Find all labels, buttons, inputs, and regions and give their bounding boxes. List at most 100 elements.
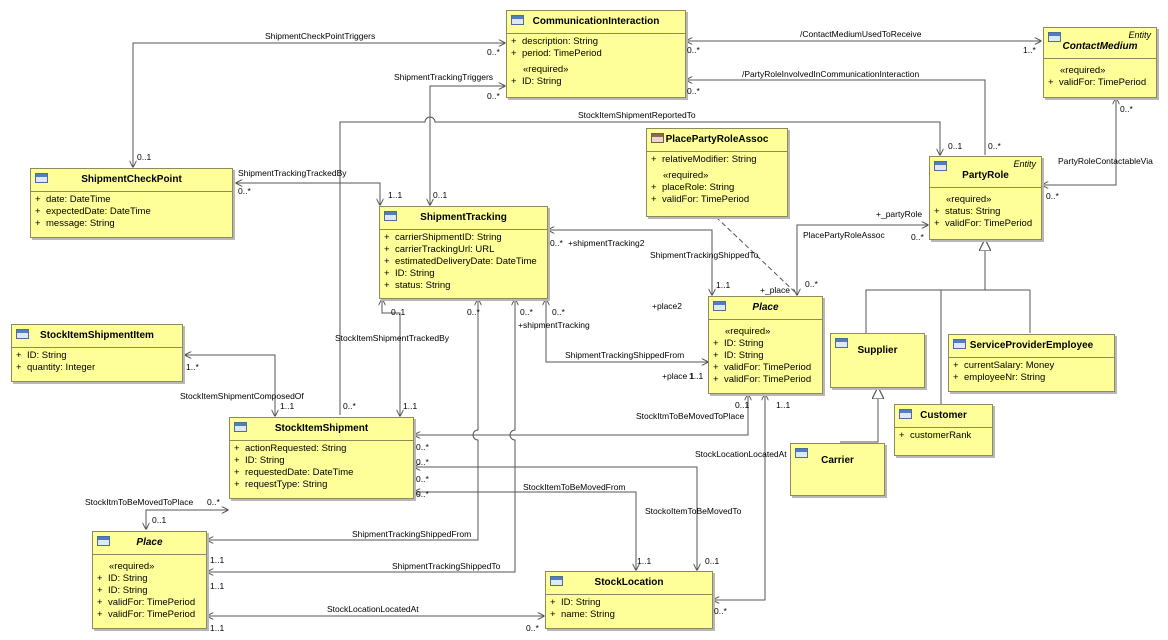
multiplicity: 0..1 <box>433 190 448 200</box>
class-header: ShipmentTracking <box>380 207 547 230</box>
multiplicity: 0..* <box>552 307 565 317</box>
multiplicity: 0..* <box>1120 104 1133 114</box>
class-name: PartyRole <box>962 170 1009 181</box>
attribute-row: +placeRole: String <box>651 182 787 194</box>
class-icon <box>1048 32 1061 42</box>
assoc-label: ShipmentTrackingTriggers <box>394 72 494 82</box>
multiplicity: 0..1 <box>948 141 963 151</box>
visibility-mark: + <box>713 362 719 373</box>
visibility-mark: + <box>511 76 517 87</box>
attribute-row: +estimatedDeliveryDate: DateTime <box>384 256 547 268</box>
class-place-party-role-assoc[interactable]: PlacePartyRoleAssoc +relativeModifier: S… <box>646 128 788 217</box>
attribute-row: +ID: String <box>713 338 822 350</box>
class-stock-item-shipment-item[interactable]: StockItemShipmentItem +ID: String +quant… <box>11 324 183 382</box>
visibility-mark: + <box>234 479 240 490</box>
class-icon <box>550 576 563 586</box>
class-header: Place <box>709 297 822 320</box>
assoc-label: ShipmentCheckPointTriggers <box>265 31 376 41</box>
multiplicity: 0..1 <box>152 515 167 525</box>
visibility-mark: + <box>550 609 556 620</box>
class-icon <box>953 339 966 349</box>
multiplicity: 0..* <box>487 47 500 57</box>
visibility-mark: + <box>97 609 103 620</box>
multiplicity: 0..* <box>911 232 924 242</box>
attribute: validFor: TimePeriod <box>108 597 196 608</box>
assoc-shipment-tracking-shipped-to <box>548 230 712 295</box>
visibility-mark: + <box>713 338 719 349</box>
attribute-row: +status: String <box>384 280 547 292</box>
attribute-row: +quantity: Integer <box>16 362 182 374</box>
multiplicity: 0..* <box>207 497 220 507</box>
class-customer[interactable]: Customer +customerRank <box>894 404 993 456</box>
multiplicity: 0..* <box>520 307 533 317</box>
visibility-mark: + <box>953 360 959 371</box>
class-place-right[interactable]: Place «required» +ID: String +ID: String… <box>708 296 823 394</box>
attribute-row: +description: String <box>511 36 685 48</box>
class-shipment-check-point[interactable]: ShipmentCheckPoint +date: DateTime +expe… <box>30 168 233 238</box>
multiplicity: 0..* <box>1046 191 1059 201</box>
visibility-mark: + <box>384 244 390 255</box>
class-stereotype-tag: Entity <box>1128 30 1151 40</box>
visibility-mark: + <box>234 443 240 454</box>
assoc-end-label: +shipmentTracking <box>518 320 590 330</box>
visibility-mark: + <box>384 268 390 279</box>
class-stock-item-shipment[interactable]: StockItemShipment +actionRequested: Stri… <box>229 417 414 499</box>
attribute-row: +employeeNr: String <box>953 372 1114 384</box>
assoc-party-role-contactable-via <box>1042 98 1116 185</box>
attribute: period: TimePeriod <box>522 48 602 59</box>
attribute-row: +validFor: TimePeriod <box>713 374 822 386</box>
multiplicity: 1..1 <box>689 371 704 381</box>
attribute: description: String <box>522 36 599 47</box>
attribute: employeeNr: String <box>964 372 1046 383</box>
class-header: StockItemShipment <box>230 418 413 441</box>
class-shipment-tracking[interactable]: ShipmentTracking +carrierShipmentID: Str… <box>379 206 548 299</box>
attribute: date: DateTime <box>46 194 111 205</box>
assoc-class-link <box>715 216 798 295</box>
assoc-label: ShipmentTrackingShippedFrom <box>352 529 472 539</box>
class-name: Supplier <box>857 345 898 356</box>
multiplicity: 0..1 <box>735 400 750 410</box>
class-icon <box>934 161 947 171</box>
class-carrier[interactable]: Carrier <box>790 443 885 496</box>
attribute-row: + carrierTrackingUrl: URL <box>384 244 547 256</box>
class-icon <box>713 301 726 311</box>
class-name: CommunicationInteraction <box>532 16 660 27</box>
multiplicity: 0..* <box>343 401 356 411</box>
class-icon <box>511 15 524 25</box>
attribute-row: +message: String <box>35 218 232 230</box>
attribute: validFor: TimePeriod <box>724 362 812 373</box>
attribute-row: +relativeModifier: String <box>651 154 787 166</box>
attribute: requestedDate: DateTime <box>245 467 354 478</box>
assoc-label: ShipmentTrackingShippedTo <box>392 561 501 571</box>
class-stock-location[interactable]: StockLocation +ID: String +name: String <box>545 571 713 629</box>
multiplicity: 1..1 <box>637 556 652 566</box>
class-place-left[interactable]: Place «required» +ID: String +ID: String… <box>92 531 207 629</box>
class-supplier[interactable]: Supplier <box>830 333 925 388</box>
assoc-stockitem-shipment-reported-to <box>339 116 940 415</box>
visibility-mark: + <box>97 585 103 596</box>
multiplicity: 0..1 <box>391 307 406 317</box>
stereotype: «required» <box>663 170 709 181</box>
multiplicity: 0..* <box>416 489 429 499</box>
assoc-label: ShipmentTrackingShippedFrom <box>565 350 685 360</box>
class-communication-interaction[interactable]: CommunicationInteraction +description: S… <box>506 10 686 98</box>
attribute: carrierTrackingUrl: URL <box>395 244 495 255</box>
assoc-label: PlacePartyRoleAssoc <box>803 230 885 240</box>
assoc-label: StockItmToBeMovedToPlace <box>85 497 194 507</box>
class-icon <box>795 448 808 458</box>
class-service-provider-employee[interactable]: ServiceProviderEmployee +currentSalary: … <box>948 334 1115 392</box>
class-icon <box>899 409 912 419</box>
class-icon <box>35 173 48 183</box>
visibility-mark: + <box>97 597 103 608</box>
assoc-label: ShipmentTrackingShippedTo <box>650 250 759 260</box>
visibility-mark: + <box>234 467 240 478</box>
attribute-row: +validFor: TimePeriod <box>1048 77 1156 89</box>
assoc-label: /PartyRoleInvolvedInCommunicationInterac… <box>742 69 920 79</box>
class-stereotype-tag: Entity <box>1013 159 1036 169</box>
class-icon <box>835 338 848 348</box>
attribute-row: +ID: String <box>511 76 685 88</box>
visibility-mark: + <box>651 154 657 165</box>
